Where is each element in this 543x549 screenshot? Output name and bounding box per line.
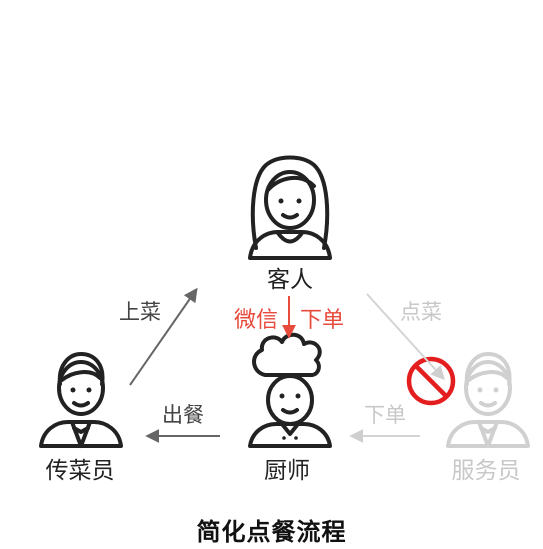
serve-arrow	[129, 287, 198, 386]
waiter-label: 服务员	[452, 458, 521, 484]
waiter-order-label: 下单	[364, 403, 406, 427]
order-dishes-label: 点菜	[400, 300, 442, 324]
chef-label: 厨师	[264, 458, 310, 484]
forbidden-icon	[406, 356, 456, 406]
customer-label: 客人	[267, 267, 313, 293]
wechat-label: 微信	[234, 308, 278, 333]
runner-icon	[39, 352, 123, 448]
serve-label: 上菜	[119, 300, 161, 324]
runner-label: 传菜员	[46, 458, 115, 484]
diagram-caption: 简化点餐流程	[196, 518, 347, 546]
place-order-label: 下单	[300, 308, 344, 333]
plating-label: 出餐	[162, 403, 204, 427]
customer-icon	[248, 155, 332, 260]
chef-icon	[248, 332, 332, 448]
waiter-icon	[446, 352, 530, 448]
order-dishes-arrow	[366, 293, 445, 381]
